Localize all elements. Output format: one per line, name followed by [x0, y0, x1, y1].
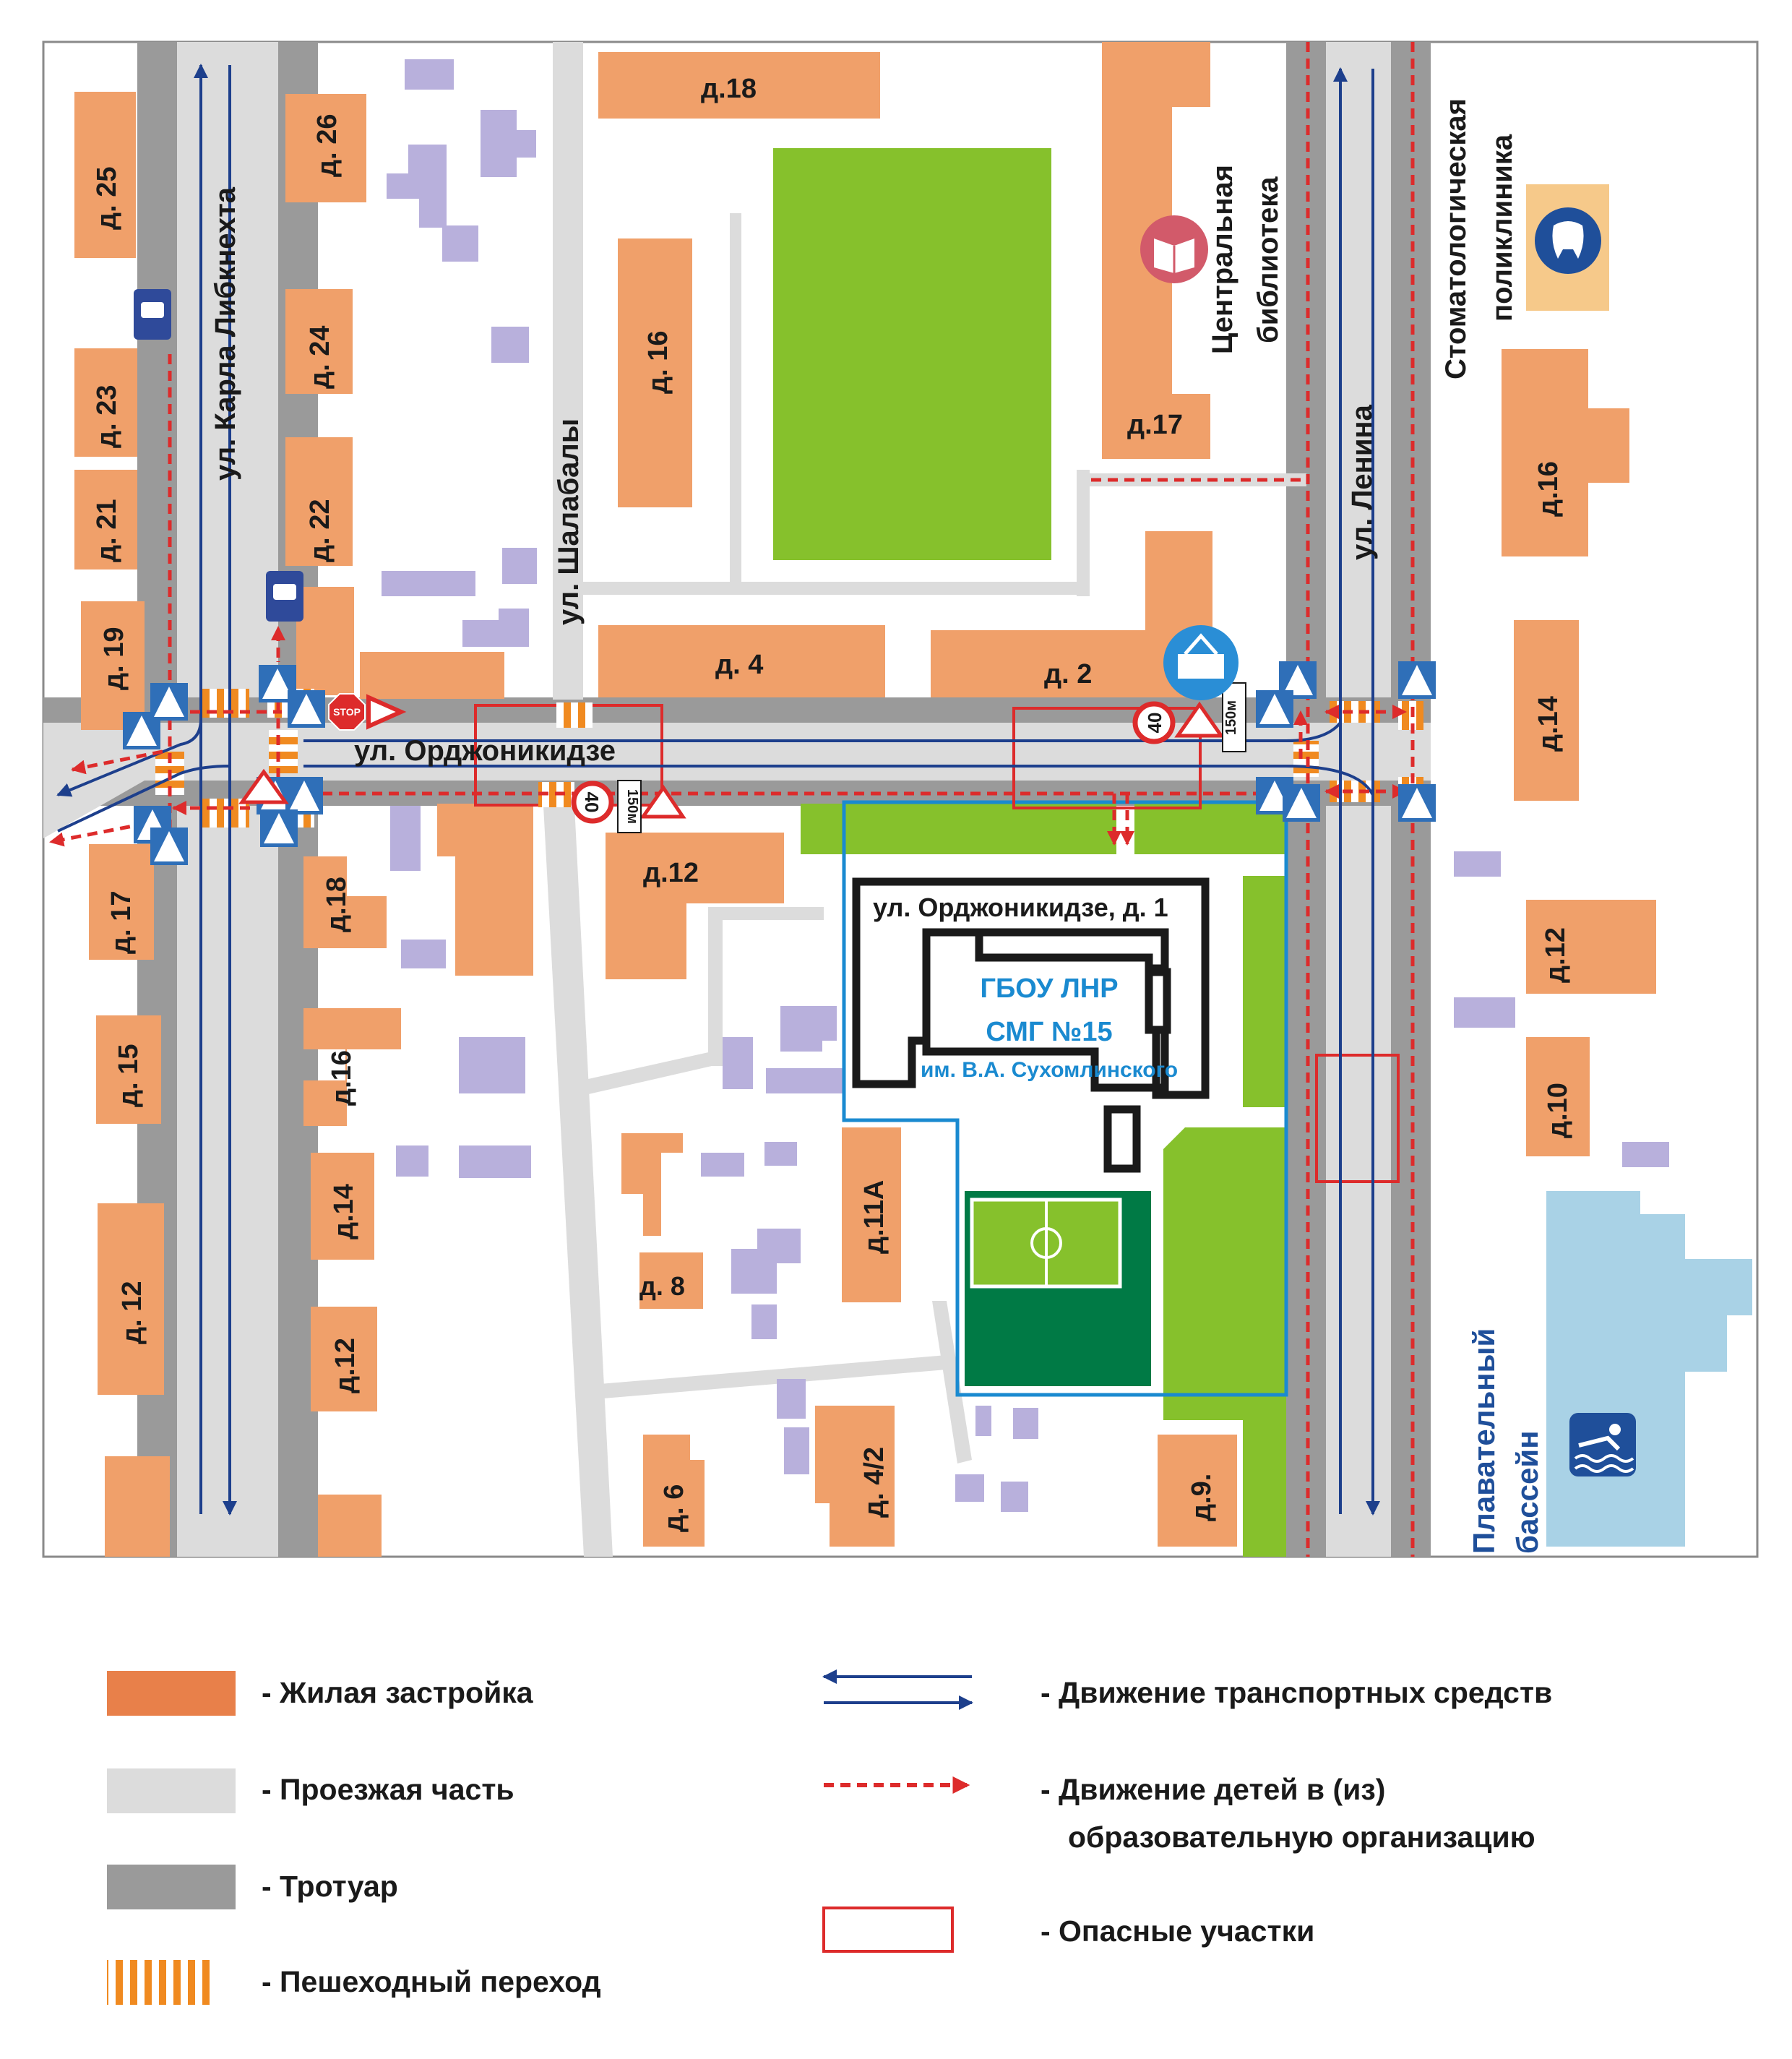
house-label: д.14 [1533, 696, 1564, 752]
legend-label-crossing: - Пешеходный переход [262, 1965, 601, 1998]
house-label: д.16 [1533, 461, 1564, 517]
house-label: д. 4/2 [859, 1447, 889, 1518]
driveways [582, 213, 1306, 1463]
street-label-liebknecht: ул. Карла Либкнехта [210, 186, 241, 481]
green-stadium [773, 148, 1051, 560]
street-label-shalabaly: ул. Шалабалы [553, 418, 585, 625]
library-label-line2: библиотека [1252, 176, 1284, 343]
svg-text:40: 40 [1144, 713, 1166, 734]
distance-plate-1: 150м [617, 780, 642, 833]
house-label: д.18 [701, 74, 757, 104]
pool-label-line1: Плавательный [1467, 1328, 1501, 1554]
house-label: д. 15 [113, 1044, 144, 1107]
house-label: д. 19 [99, 627, 129, 690]
school-name-line2: СМГ №15 [986, 1017, 1112, 1047]
school-name-line3: им. В.А. Сухомлинского [921, 1058, 1178, 1082]
house-label: д.16 [327, 1050, 357, 1106]
clinic-label-line2: поликлиника [1486, 134, 1518, 322]
house-label: д. 17 [106, 890, 137, 954]
bus-stop-sign-1 [134, 289, 171, 340]
legend-swatch-danger [822, 1907, 954, 1953]
children-warning-signs [238, 701, 1225, 819]
street-label-ordzhonikidze: ул. Орджоникидзе [354, 735, 616, 767]
house-label: д. 16 [643, 330, 673, 394]
stop-sign: STOP [328, 693, 366, 731]
legend-swatch-residential [107, 1671, 236, 1716]
house-label: д. 4 [715, 650, 763, 680]
legend: - Жилая застройка - Проезжая часть - Тро… [107, 1669, 1552, 2005]
green-school-left [801, 804, 1116, 854]
distance-plate-2: 150м [1222, 682, 1246, 752]
house-label: д. 6 [659, 1484, 689, 1532]
house-label: д.12 [643, 858, 699, 888]
house-label: д. 21 [92, 499, 122, 562]
school-building [852, 877, 1210, 1173]
residential-buildings [74, 42, 1656, 1557]
legend-label-sidewalk: - Тротуар [262, 1870, 398, 1903]
house-label: д. 22 [305, 499, 335, 562]
house-label: д.14 [329, 1184, 359, 1239]
school-name-line1: ГБОУ ЛНР [980, 973, 1118, 1004]
house-label: д.12 [1541, 927, 1571, 983]
legend-swatch-crossing [107, 1960, 210, 2005]
bus-stop-sign-2 [266, 571, 303, 622]
library-label-line1: Центральная [1207, 165, 1239, 354]
shop-basket-icon [1163, 625, 1239, 700]
house-label: д.17 [1127, 410, 1183, 440]
sports-field [965, 1191, 1151, 1386]
house-label: д. 12 [117, 1281, 147, 1344]
street-shalabaly [543, 42, 613, 1557]
svg-text:150м: 150м [1223, 700, 1239, 735]
svg-text:STOP: STOP [333, 706, 361, 718]
legend-label-danger: - Опасные участки [1041, 1914, 1314, 1948]
house-label: д. 26 [312, 113, 343, 177]
clinic-label-line1: Стоматологическая [1440, 98, 1472, 379]
crossing-signs [123, 661, 1436, 865]
house-label: д.9. [1186, 1474, 1217, 1521]
legend-label-roadway: - Проезжая часть [262, 1773, 514, 1806]
house-label: д. 24 [305, 325, 335, 389]
green-south [1163, 1127, 1286, 1557]
legend-label-children-1: - Движение детей в (из) [1041, 1773, 1385, 1806]
speed-limit-sign-2: 40 [1132, 701, 1176, 744]
speed-limit-sign-1: 40 [571, 781, 614, 824]
library-icon [1140, 215, 1208, 283]
street-label-lenina: ул. Ленина [1346, 404, 1378, 560]
legend-swatch-roadway [107, 1768, 236, 1813]
swimmer-icon [1569, 1413, 1636, 1476]
tooth-icon [1535, 207, 1601, 274]
house-label: д. 8 [639, 1271, 685, 1301]
legend-swatch-traffic [822, 1669, 973, 1710]
legend-label-children-2: образовательную организацию [1068, 1821, 1535, 1854]
house-label: д.11А [859, 1180, 889, 1254]
house-label: д. 2 [1044, 659, 1092, 689]
svg-text:40: 40 [581, 792, 603, 813]
house-label: д.12 [330, 1338, 361, 1393]
pool-label-line2: бассейн [1510, 1430, 1544, 1554]
yield-sign [366, 694, 407, 730]
legend-swatch-sidewalk [107, 1865, 236, 1909]
house-label: д.18 [322, 877, 352, 932]
house-label: д. 25 [92, 166, 122, 230]
other-buildings [382, 59, 1669, 1512]
house-label: д.10 [1543, 1083, 1573, 1138]
legend-label-residential: - Жилая застройка [262, 1676, 534, 1709]
green-east-strip [1243, 876, 1286, 1107]
svg-text:150м: 150м [624, 789, 640, 824]
school-address: ул. Орджоникидзе, д. 1 [873, 893, 1168, 922]
house-label: д. 23 [92, 384, 122, 448]
legend-label-traffic: - Движение транспортных средств [1041, 1676, 1552, 1709]
